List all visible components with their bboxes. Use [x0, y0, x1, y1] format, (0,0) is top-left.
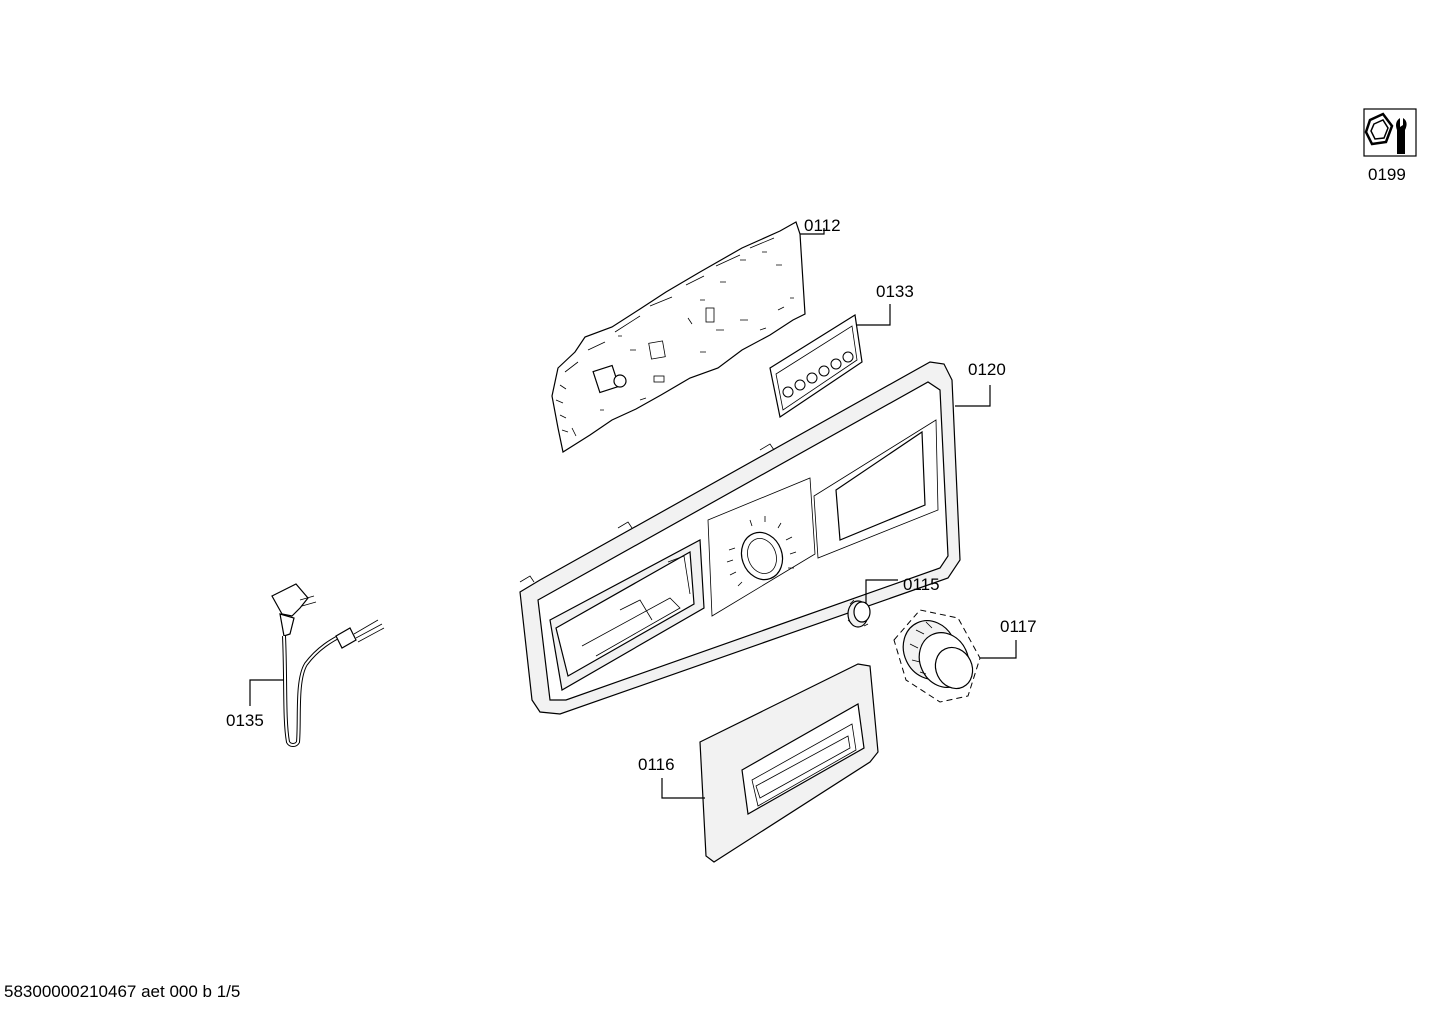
- part-0115-knob-insert[interactable]: [847, 599, 871, 628]
- part-0133-button-panel[interactable]: [769, 314, 863, 418]
- part-label-0116: 0116: [638, 755, 675, 774]
- part-0135-power-cord[interactable]: [271, 583, 385, 747]
- part-label-0135: 0135: [226, 711, 264, 730]
- part-label-0112: 0112: [804, 216, 841, 235]
- part-label-0133: 0133: [876, 282, 914, 301]
- part-0116-drawer-front[interactable]: [699, 663, 879, 863]
- part-0112-control-module[interactable]: [551, 221, 806, 453]
- part-label-0117: 0117: [1000, 617, 1037, 636]
- part-label-0115: 0115: [903, 575, 940, 594]
- part-label-0120: 0120: [968, 360, 1006, 379]
- part-0117-program-knob[interactable]: [893, 609, 981, 703]
- service-tools-icon[interactable]: [1363, 108, 1417, 157]
- part-0120-front-panel[interactable]: [519, 361, 961, 715]
- document-footer-id: 58300000210467 aet 000 b 1/5: [4, 982, 241, 1001]
- part-label-0199: 0199: [1368, 165, 1406, 184]
